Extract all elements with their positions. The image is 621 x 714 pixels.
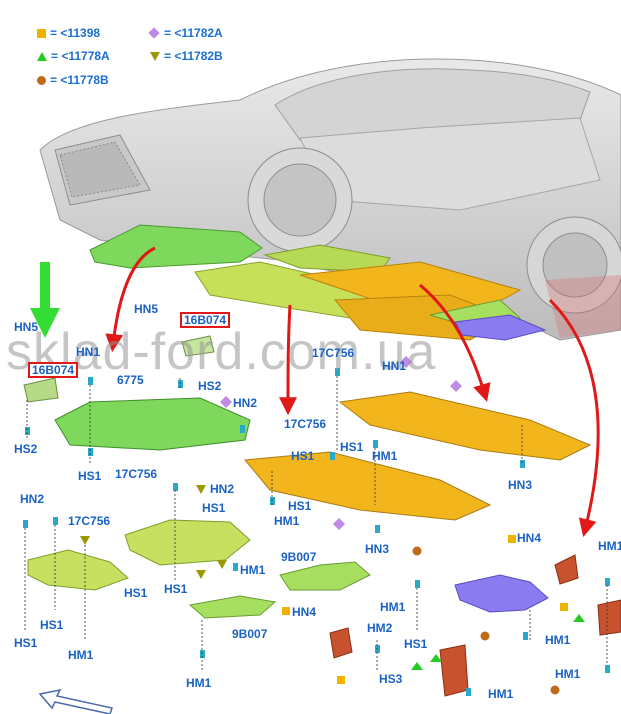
- label-hn1-left: HN1: [76, 345, 101, 359]
- label-hn3-right: HN3: [508, 478, 533, 492]
- label-hn2-mid: HN2: [233, 396, 258, 410]
- label-hs1-far-left: HS1: [14, 636, 38, 650]
- legend-label: = <11398: [50, 26, 101, 40]
- callout-symbols: [80, 356, 585, 695]
- triangle-down-icon: [150, 51, 160, 61]
- label-hm2: HM2: [367, 621, 393, 635]
- label-17c756-left: 17C756: [68, 514, 111, 528]
- label-hs1-mid4: HS1: [288, 499, 312, 513]
- label-hm1-right: HM1: [545, 633, 571, 647]
- label-hn2-mid2: HN2: [210, 482, 235, 496]
- exploded-parts: [23, 335, 621, 697]
- label-hn3-mid: HN3: [365, 542, 390, 556]
- label-hs1-bottom-left: HS1: [124, 586, 148, 600]
- label-hs3: HS3: [379, 672, 403, 686]
- legend-label: = <11782A: [164, 26, 223, 40]
- view-direction-arrow: [38, 688, 113, 714]
- label-16b074-left: 16B074: [28, 362, 79, 378]
- legend-item-square: = <11398: [37, 26, 100, 40]
- leader-lines: [24, 376, 608, 672]
- label-hs1-mid2: HS1: [291, 449, 315, 463]
- label-hs1-right: HS1: [404, 637, 428, 651]
- square-icon: [37, 28, 46, 38]
- label-hs1-mid5: HS1: [164, 582, 188, 596]
- label-hn5-mid: HN5: [134, 302, 159, 316]
- legend-label: = <11778B: [50, 73, 109, 87]
- label-hn5-left: HN5: [14, 320, 39, 334]
- label-17c756-top: 17C756: [312, 346, 355, 360]
- label-hm1-mid3: HM1: [380, 600, 406, 614]
- vehicle-illustration: [39, 58, 621, 341]
- label-hn4-mid: HN4: [292, 605, 317, 619]
- legend-label: = <11778A: [51, 49, 110, 63]
- label-9b007-top: 9B007: [281, 550, 317, 564]
- label-hs1-bottom-left2: HS1: [40, 618, 64, 632]
- label-hm1-left: HM1: [68, 648, 94, 662]
- legend-item-triangle-down: = <11782B: [150, 49, 223, 63]
- legend-item-diamond: = <11782A: [148, 26, 223, 40]
- label-hm1-top: HM1: [372, 449, 398, 463]
- legend-item-circle: = <11778B: [37, 73, 109, 87]
- diamond-icon: [148, 27, 160, 39]
- label-hn4-right: HN4: [517, 531, 542, 545]
- label-hs1-mid3: HS1: [202, 501, 226, 515]
- label-hm1-bottom-mid: HM1: [488, 687, 514, 701]
- label-hs2-mid: HS2: [198, 379, 222, 393]
- label-hs1-left: HS1: [78, 469, 102, 483]
- label-hm1-mid2: HM1: [240, 563, 266, 577]
- label-6775: 6775: [117, 373, 144, 387]
- label-hm1-mid: HM1: [274, 514, 300, 528]
- green-indicator-arrow: [30, 262, 60, 338]
- label-hm1-right2: HM1: [555, 667, 581, 681]
- label-16b074-mid: 16B074: [180, 312, 231, 328]
- installed-underbody-parts: [89, 224, 547, 341]
- legend-label: = <11782B: [164, 49, 223, 63]
- label-17c756-mid: 17C756: [284, 417, 327, 431]
- legend-item-triangle-up: = <11778A: [37, 49, 110, 63]
- label-hn1-top: HN1: [382, 359, 407, 373]
- fastener-markers: [23, 368, 610, 696]
- label-hm1-bottom: HM1: [186, 676, 212, 690]
- label-hs1-top: HS1: [340, 440, 364, 454]
- label-hn2-left: HN2: [20, 492, 45, 506]
- label-hs2-left: HS2: [14, 442, 38, 456]
- label-17c756-mid2: 17C756: [115, 467, 158, 481]
- label-hm1-right-top: HM1: [598, 539, 621, 553]
- triangle-up-icon: [37, 51, 47, 61]
- label-9b007-bottom: 9B007: [232, 627, 268, 641]
- callout-arrows: [105, 246, 600, 537]
- circle-icon: [37, 75, 46, 85]
